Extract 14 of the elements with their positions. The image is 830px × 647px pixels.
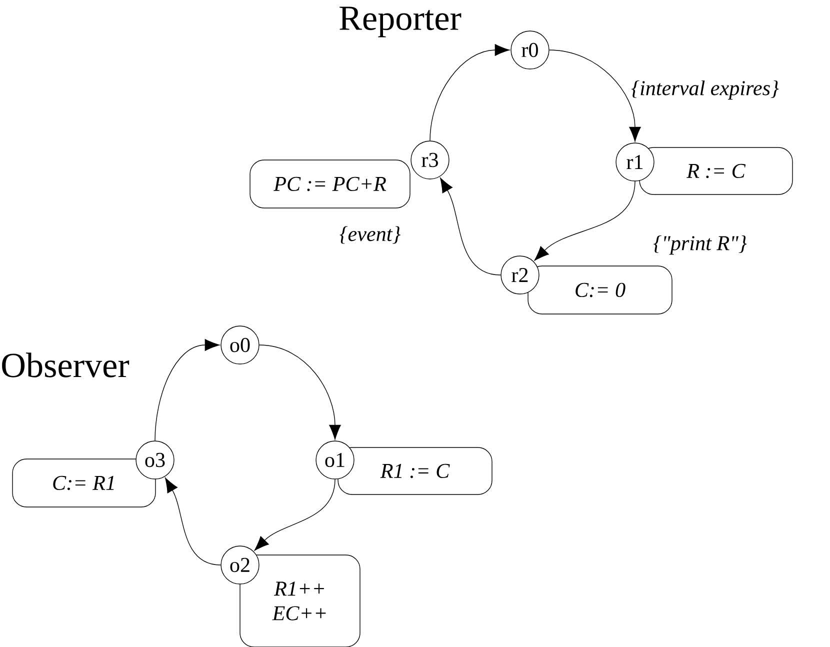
arrow <box>165 478 222 566</box>
arrow <box>549 50 641 142</box>
action-box: PC := PC+R <box>250 160 410 208</box>
edge-label: {interval expires} <box>632 80 779 100</box>
edge-label: {"print R"} <box>654 235 747 255</box>
arrow <box>254 479 336 551</box>
arrow <box>154 339 220 442</box>
arrow <box>430 44 510 142</box>
section-label: Observer <box>2 352 130 378</box>
edge-label: {event} <box>340 226 400 244</box>
arrow <box>259 344 341 440</box>
section-label: Reporter <box>340 6 462 38</box>
arrow <box>534 181 636 261</box>
arrow <box>440 178 502 276</box>
